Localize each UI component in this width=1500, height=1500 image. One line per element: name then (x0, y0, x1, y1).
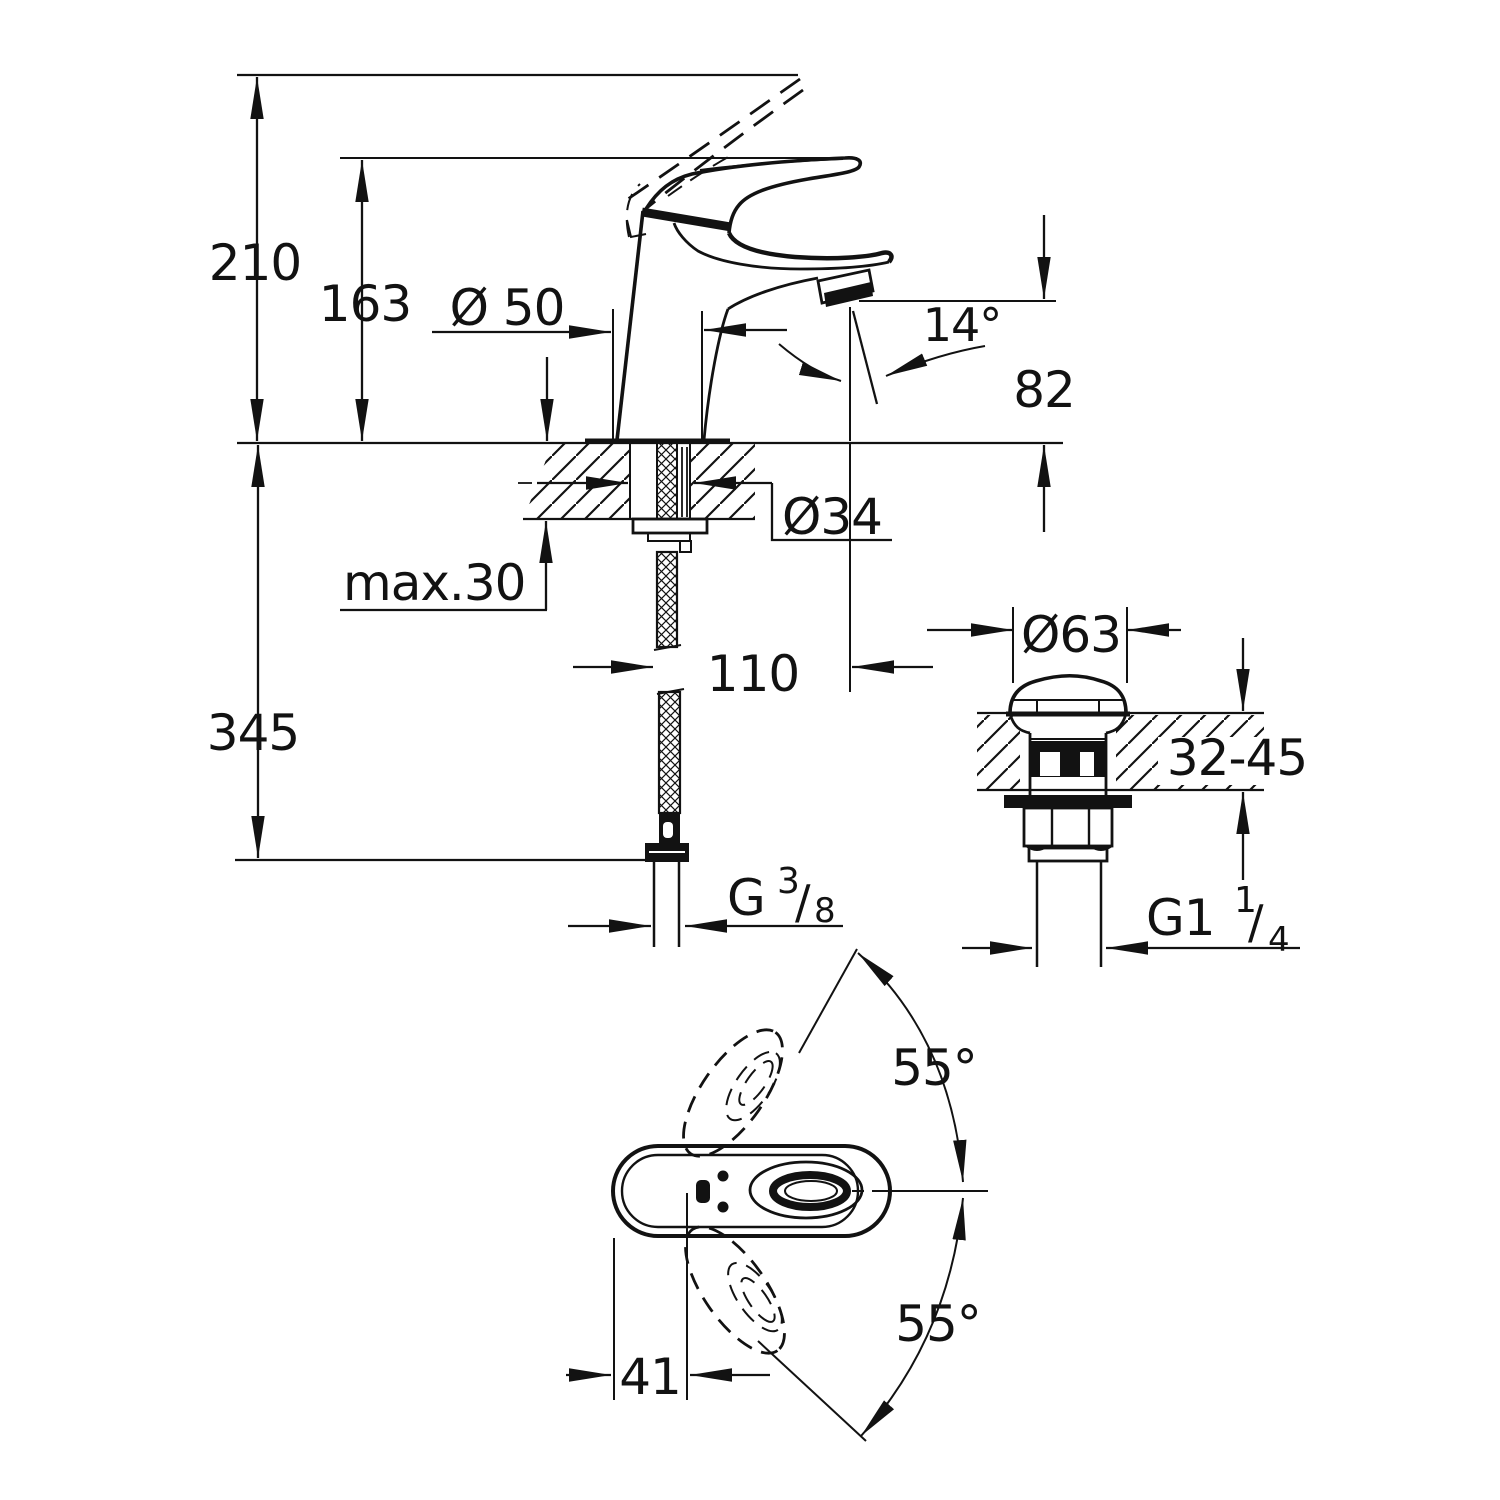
label-waste-thread-g: G1 (1146, 889, 1215, 947)
label-supply-thread-num: 3 (777, 861, 799, 902)
handle-joint (641, 207, 732, 232)
label-below-deck-height: 345 (207, 704, 299, 762)
label-spout-projection: 110 (707, 645, 799, 703)
body-right-edge (702, 308, 730, 441)
label-mounting-thickness: max.30 (343, 554, 525, 612)
label-waste-thread-num: 1 (1234, 880, 1256, 921)
reference-lines (235, 73, 1063, 862)
pop-up-waste-view (927, 607, 1316, 967)
label-swing-upper: 55° (891, 1039, 977, 1097)
stream-angle (778, 307, 986, 692)
dimension-lines (250, 77, 1056, 933)
label-lever-height: 163 (319, 275, 411, 333)
supply-hose (645, 550, 689, 947)
aerator (816, 268, 875, 305)
label-shank-diameter: Ø34 (782, 488, 882, 546)
dimension-labels: 210 163 Ø 50 14° 82 Ø34 max.30 345 110 G… (207, 234, 1308, 1406)
label-base-diameter: Ø 50 (450, 279, 565, 337)
counter-cross-section (524, 442, 755, 553)
label-overall-height: 210 (209, 234, 301, 292)
lever-handle (644, 156, 863, 234)
spout-underside (672, 222, 890, 271)
body-left-edge (615, 210, 645, 441)
handle-top-view (566, 948, 988, 1442)
spout-top (726, 231, 894, 264)
label-spout-outlet-height: 82 (1013, 361, 1075, 419)
waste-cap (1008, 674, 1128, 714)
label-supply-thread-den: 8 (814, 891, 835, 931)
lever-raised-dashed (621, 77, 804, 239)
label-waste-cap-diameter: Ø63 (1021, 606, 1121, 664)
label-aerator-angle: 14° (923, 298, 1002, 352)
label-swing-lower: 55° (895, 1295, 981, 1353)
label-waste-thread-slash: / (1248, 895, 1264, 949)
label-waste-deck-range: 32-45 (1167, 729, 1307, 787)
label-waste-thread-den: 4 (1268, 920, 1289, 960)
faucet-side-view (615, 156, 894, 441)
waste-tailpipe (1035, 861, 1103, 967)
label-supply-thread-slash: / (795, 875, 811, 929)
label-handle-offset: 41 (619, 1348, 681, 1406)
label-supply-thread-g: G (727, 869, 765, 927)
